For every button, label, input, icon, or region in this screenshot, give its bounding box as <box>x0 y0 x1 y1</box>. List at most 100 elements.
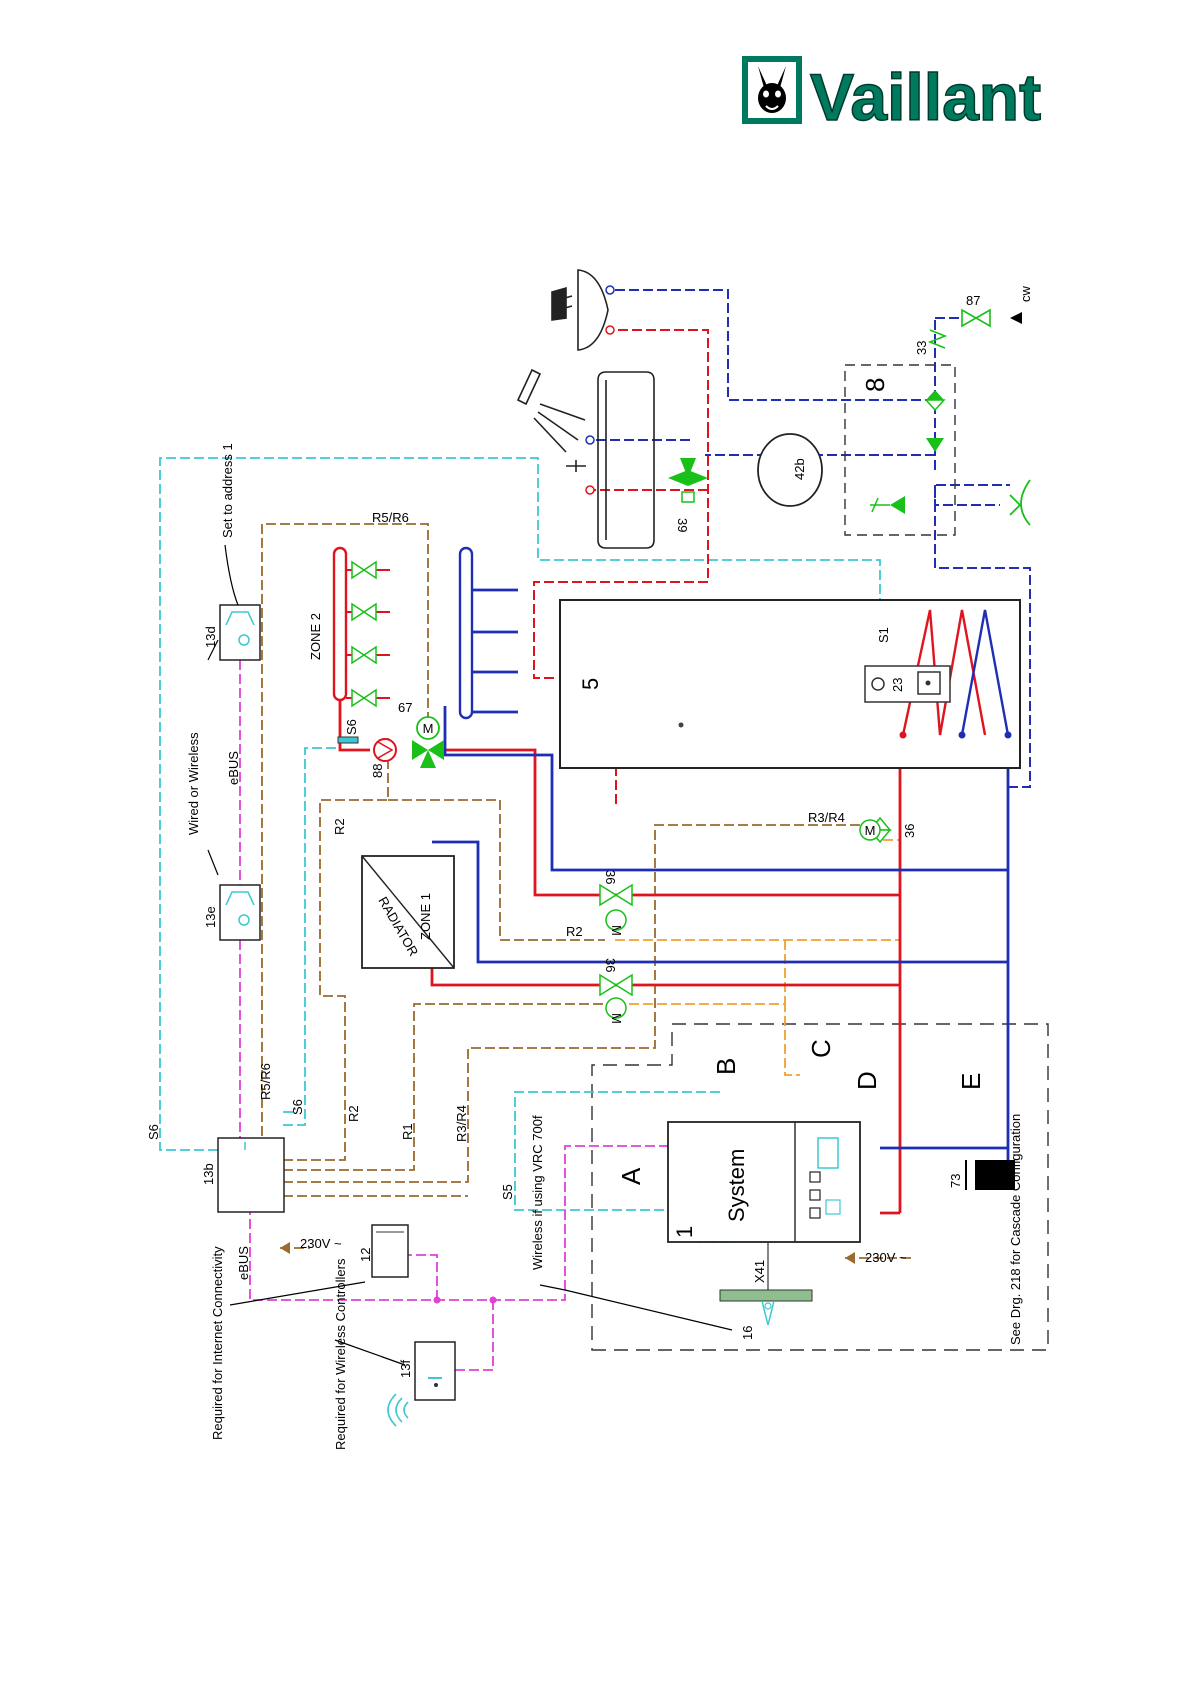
label-73: 73 <box>948 1174 963 1188</box>
label-r3r4-top: R3/R4 <box>808 810 845 825</box>
mixing-valve-67 <box>412 716 444 768</box>
expansion-relief-valve-icon <box>870 496 905 514</box>
pump-88 <box>373 738 397 762</box>
note-cascade: See Drg. 218 for Cascade Configuration <box>1008 1114 1023 1345</box>
wiring-centre-13b <box>217 1137 285 1213</box>
zone-valve-36-low <box>599 973 633 1019</box>
hare-icon <box>758 66 786 113</box>
label-36-low: 36 <box>603 958 618 972</box>
label-13b: 13b <box>201 1163 216 1185</box>
label-16: 16 <box>740 1326 755 1340</box>
controller-13d <box>219 604 261 661</box>
inlet-group <box>844 364 956 536</box>
internet-gateway-12 <box>371 1224 409 1278</box>
boiler-control-panel <box>809 1137 841 1219</box>
controller-13e <box>219 884 261 941</box>
hot-water-draw-off <box>533 329 709 804</box>
valve-control-wiring <box>615 839 901 1076</box>
label-230v-left: 230V ~ <box>300 1236 342 1251</box>
zone2-flow-manifold <box>332 546 348 702</box>
connection-b: B <box>711 1058 741 1075</box>
cold-water-inlet-arrow <box>1010 312 1022 324</box>
connection-a: A <box>616 1167 646 1185</box>
pressure-reducer-icon <box>924 390 946 412</box>
note-internet: Required for Internet Connectivity <box>210 1246 225 1440</box>
label-r2-mid: R2 <box>566 924 583 939</box>
motor-67: M <box>423 721 434 736</box>
label-42b: 42b <box>792 458 807 480</box>
label-36-top: 36 <box>902 824 917 838</box>
shower-icon <box>516 368 586 453</box>
expansion-vessel <box>757 433 823 507</box>
hot-water-cylinder <box>559 599 1021 769</box>
motor-36-top: M <box>865 823 876 838</box>
connection-d: D <box>852 1071 882 1090</box>
label-87: 87 <box>966 293 980 308</box>
label-r2-left: R2 <box>332 818 347 835</box>
x41-rail <box>719 1289 813 1302</box>
vaillant-logo: Vaillant <box>742 56 1042 132</box>
label-ebus-bottom: eBUS <box>236 1246 251 1280</box>
label-8: 8 <box>860 378 890 392</box>
label-13d: 13d <box>203 626 218 648</box>
label-zone1: ZONE 1 <box>418 893 433 940</box>
label-system: System <box>724 1149 749 1222</box>
cylinder-coil-return <box>960 609 1010 736</box>
connection-c: C <box>806 1039 836 1058</box>
label-88: 88 <box>370 764 385 778</box>
note-wired-wireless: Wired or Wireless <box>186 732 201 835</box>
mixing-valve-39 <box>668 458 708 503</box>
connection-e: E <box>956 1073 986 1090</box>
leader-lines <box>207 544 733 1366</box>
boiler-area-boundary <box>591 1023 1049 1351</box>
label-33: 33 <box>914 341 929 355</box>
bath-icon <box>566 371 655 549</box>
label-s6-sensor: S6 <box>344 719 359 735</box>
label-zone2: ZONE 2 <box>308 613 323 660</box>
motor-36-low: M <box>609 1013 624 1024</box>
label-36-mid: 36 <box>603 870 618 884</box>
check-valve-icon <box>926 438 944 452</box>
label-r1: R1 <box>400 1123 415 1140</box>
cylinder-coil-flow <box>901 609 987 736</box>
label-ebus-top: eBUS <box>226 751 241 785</box>
brand-name: Vaillant <box>810 60 1041 132</box>
tundish-icon <box>1009 479 1031 526</box>
label-39: 39 <box>675 518 690 532</box>
label-r5r6-top: R5/R6 <box>372 510 409 525</box>
ebus-wiring <box>239 660 668 1371</box>
label-r3r4-bottom: R3/R4 <box>454 1105 469 1142</box>
zone-sensor-s6 <box>337 736 359 744</box>
low-loss-header <box>975 1160 1015 1190</box>
label-cw: cw <box>1018 286 1033 303</box>
label-r5r6-left: R5/R6 <box>258 1063 273 1100</box>
label-r2-bottom: R2 <box>346 1105 361 1122</box>
label-cylinder: 5 <box>578 678 603 690</box>
label-13e: 13e <box>203 906 218 928</box>
basin-icon <box>551 269 609 351</box>
label-12: 12 <box>358 1248 373 1262</box>
wireless-receiver-13f <box>414 1341 456 1401</box>
strainer-icon <box>927 329 948 349</box>
label-67: 67 <box>398 700 412 715</box>
zone-valve-36-mid <box>599 883 633 931</box>
note-set-address: Set to address 1 <box>220 443 235 538</box>
note-wireless-controllers: Required for Wireless Controllers <box>333 1258 348 1450</box>
label-13f: 13f <box>398 1360 413 1378</box>
mains-arrow <box>280 1242 290 1254</box>
zone2-return-manifold <box>458 546 474 720</box>
label-s6-outer: S6 <box>146 1124 161 1140</box>
antenna-icon <box>761 1300 775 1326</box>
label-s6-left: S6 <box>290 1099 305 1115</box>
mains-arrow-boiler <box>845 1252 855 1264</box>
isolation-valve-87-icon <box>961 308 991 328</box>
label-s1: S1 <box>876 627 891 643</box>
zone-valve-36-top <box>859 816 892 844</box>
note-wireless-vrc: Wireless if using VRC 700f <box>530 1115 545 1270</box>
zone2-valves <box>351 560 377 708</box>
label-x41: X41 <box>752 1260 767 1283</box>
label-23: 23 <box>890 678 905 692</box>
label-230v-boiler: 230V ~ <box>865 1250 907 1265</box>
label-boiler-1: 1 <box>672 1226 697 1238</box>
